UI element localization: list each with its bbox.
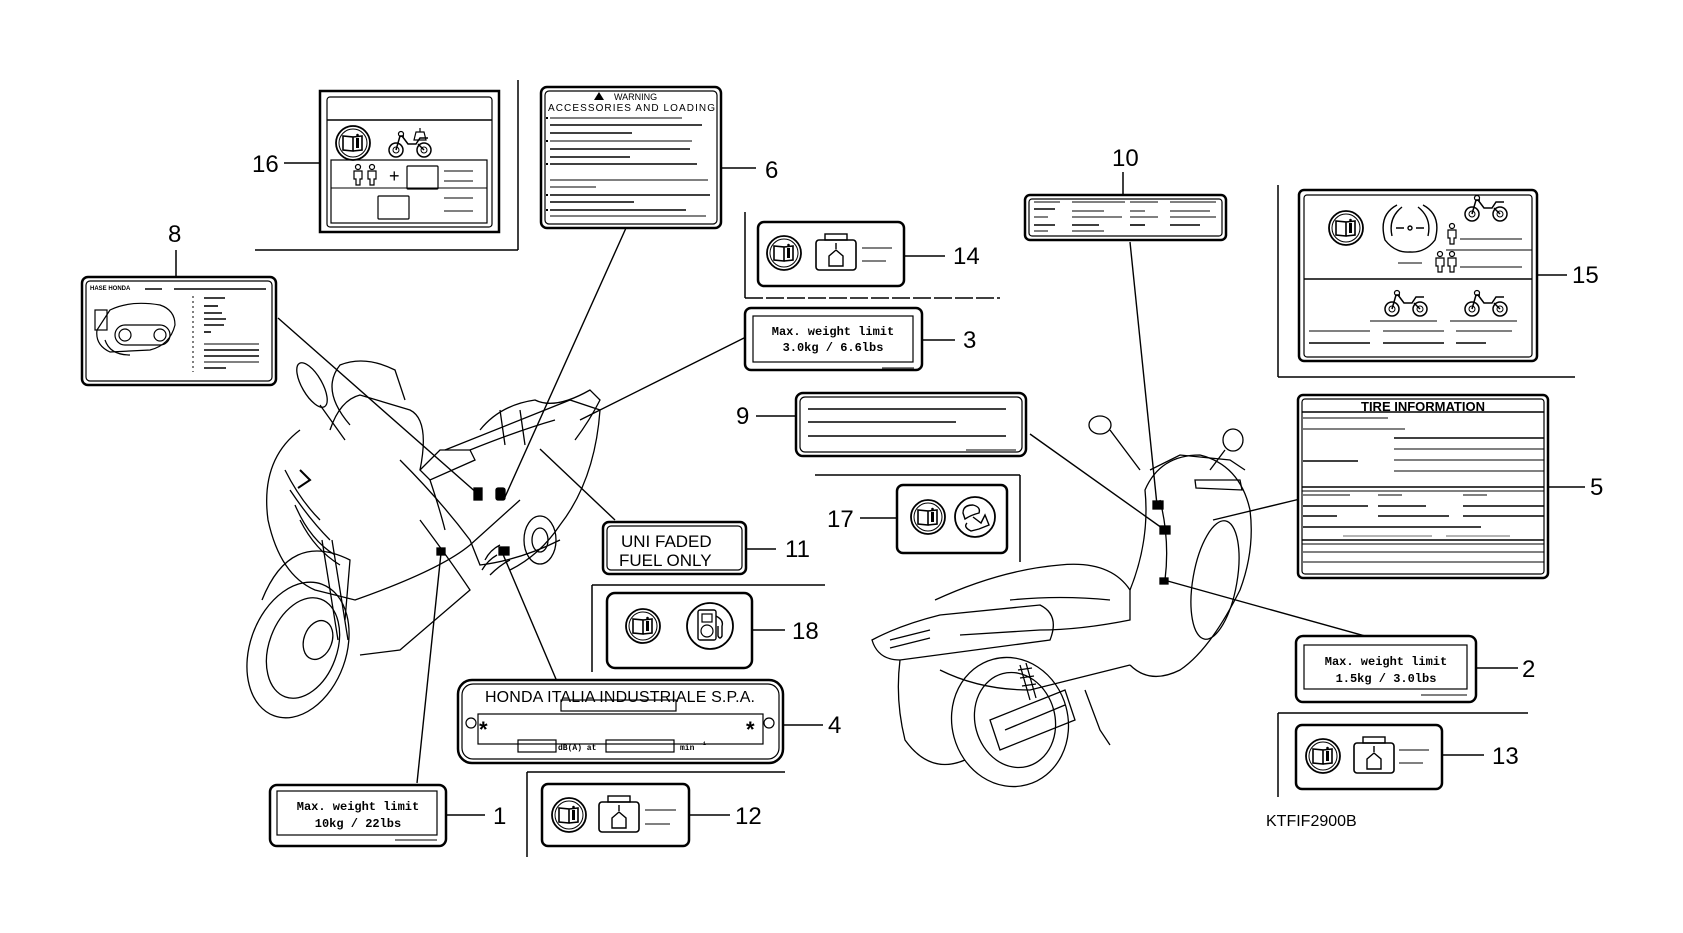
label-18[interactable]: 18 <box>605 591 819 670</box>
warning-heading: WARNING <box>614 92 657 102</box>
label-title: ACCESSORIES AND LOADING <box>548 103 715 114</box>
luggage-weight-icon <box>598 795 640 833</box>
label-3[interactable]: Max. weight limit 3.0kg / 6.6lbs 3 <box>743 306 976 372</box>
manufacturer-name: HONDA ITALIA INDUSTRIALE S.P.A. <box>485 689 755 706</box>
label-4[interactable]: HONDA ITALIA INDUSTRIALE S.P.A. * * dB(A… <box>456 678 841 765</box>
label-10[interactable]: 10 <box>1023 145 1228 242</box>
helmet-icon <box>954 496 996 538</box>
min-exponent: -1 <box>700 741 706 747</box>
callout-number: 18 <box>792 618 819 645</box>
callout-number: 10 <box>1112 145 1139 172</box>
label-title: TIRE INFORMATION <box>1361 399 1485 414</box>
label-16[interactable]: + 16 <box>252 89 501 234</box>
tire-icon <box>1382 204 1438 253</box>
warning-triangle-icon <box>594 92 604 100</box>
weight-limit-title: Max. weight limit <box>772 325 894 339</box>
callout-number: 1 <box>493 803 506 830</box>
drawing-code: KTFIF2900B <box>1266 813 1357 830</box>
weight-limit-value: 1.5kg / 3.0lbs <box>1336 672 1437 686</box>
callout-number: 2 <box>1522 656 1535 683</box>
owner-manual-icon <box>335 125 371 161</box>
fuel-label-line-1: UNI FADED <box>621 532 712 551</box>
owner-manual-icon <box>1305 738 1341 774</box>
weight-limit-value: 3.0kg / 6.6lbs <box>783 341 884 355</box>
db-text: dB(A) at <box>558 744 597 753</box>
asterisk-left: * <box>479 717 488 742</box>
callout-number: 6 <box>765 157 778 184</box>
min-text: min <box>680 744 695 753</box>
label-5[interactable]: TIRE INFORMATION 5 <box>1296 393 1603 580</box>
battery-drive-illustration <box>94 302 176 356</box>
label-12[interactable]: 12 <box>540 782 762 848</box>
fuel-pump-icon <box>686 602 734 650</box>
owner-manual-icon <box>625 608 661 644</box>
label-2[interactable]: Max. weight limit 1.5kg / 3.0lbs 2 <box>1294 634 1535 704</box>
callout-number: 9 <box>736 403 749 430</box>
scooter-rear-view <box>871 415 1252 788</box>
callout-number: 13 <box>1492 743 1519 770</box>
luggage-weight-icon <box>1353 736 1395 774</box>
scooter-front-view <box>246 360 601 719</box>
callout-number: 15 <box>1572 262 1599 289</box>
callout-number: 4 <box>828 712 841 739</box>
callout-number: 3 <box>963 327 976 354</box>
label-6[interactable]: WARNING ACCESSORIES AND LOADING 6 <box>539 85 778 230</box>
label-11[interactable]: UNI FADED FUEL ONLY 11 <box>601 520 810 576</box>
owner-manual-icon <box>766 235 802 271</box>
callout-number: 16 <box>252 151 279 178</box>
plus-sign: + <box>389 166 400 186</box>
callout-number: 5 <box>1590 474 1603 501</box>
label-15[interactable]: 15 <box>1297 188 1599 363</box>
brand-text: HASE HONDA <box>90 286 131 292</box>
owner-manual-icon <box>551 797 587 833</box>
weight-limit-value: 10kg / 22lbs <box>315 817 401 831</box>
callout-number: 12 <box>735 803 762 830</box>
label-9[interactable]: 9 <box>736 391 1028 458</box>
callout-number: 17 <box>827 506 854 533</box>
label-17[interactable]: 17 <box>827 483 1009 555</box>
label-1[interactable]: Max. weight limit 10kg / 22lbs 1 <box>268 783 506 848</box>
luggage-weight-icon <box>815 233 857 271</box>
fuel-label-line-2: FUEL ONLY <box>619 551 712 570</box>
label-14[interactable]: 14 <box>756 220 980 288</box>
asterisk-right: * <box>746 717 755 742</box>
label-13[interactable]: 13 <box>1294 723 1519 791</box>
label-8[interactable]: HASE HONDA 8 <box>80 221 278 387</box>
weight-limit-title: Max. weight limit <box>1325 655 1447 669</box>
callout-number: 8 <box>168 221 181 248</box>
owner-manual-icon <box>910 499 946 535</box>
weight-limit-title: Max. weight limit <box>297 800 419 814</box>
callout-number: 14 <box>953 243 980 270</box>
owner-manual-icon <box>1328 210 1364 246</box>
callout-number: 11 <box>785 536 810 563</box>
